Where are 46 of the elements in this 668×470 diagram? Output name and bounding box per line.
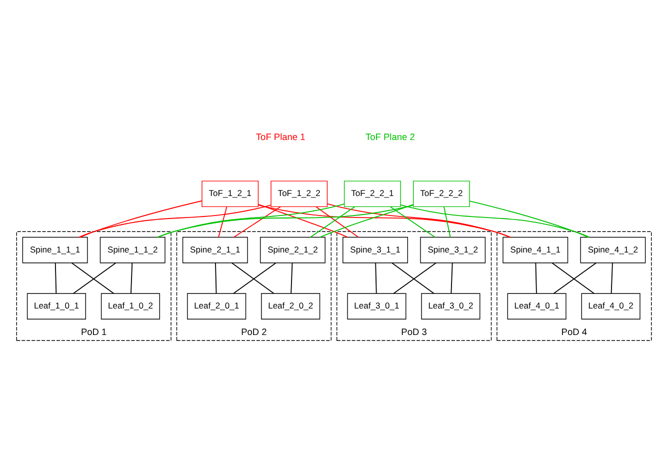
connector [400,204,590,238]
connector [375,262,377,294]
node-box: Spine_2_1_1 [182,236,248,263]
node-box: Spine_3_1_2 [420,236,486,263]
node-box: ToF_2_2_1 [344,180,401,207]
connector [215,262,217,294]
connector [258,203,348,238]
connector [78,204,272,238]
connector [469,200,589,238]
connector [390,206,436,238]
node-box: Leaf_3_0_1 [347,292,406,319]
connector [610,262,613,294]
node-box: ToF_1_2_1 [202,180,259,207]
node-box: Spine_1_1_1 [22,236,88,263]
label: ToF Plane 2 [366,132,415,142]
node-box: Spine_1_1_2 [100,236,166,263]
connector [130,262,133,294]
connector [316,206,359,238]
connector [258,204,511,238]
connector [290,262,293,294]
node-box: Spine_2_1_2 [260,236,326,263]
connector [310,206,356,238]
node-box: Leaf_2_0_2 [261,292,320,319]
node-box: Leaf_4_0_1 [507,292,566,319]
node-box: Spine_4_1_2 [580,236,646,263]
connector [450,262,453,294]
connector [320,204,414,238]
connector [233,206,281,238]
node-box: Leaf_2_0_1 [187,292,246,319]
node-box: Leaf_1_0_1 [26,292,86,319]
connector [54,262,57,294]
node-box: Leaf_4_0_2 [581,292,640,319]
connector [326,202,510,238]
node-box: Leaf_3_0_2 [421,292,480,319]
connector [218,206,228,238]
node-box: ToF_1_2_2 [270,180,328,207]
label: ToF Plane 1 [256,132,306,142]
connector [444,206,451,238]
connector [158,203,345,238]
connector [157,204,414,238]
connector [535,262,537,294]
node-box: Leaf_1_0_2 [100,292,160,319]
node-box: Spine_4_1_1 [502,236,568,263]
connector [80,200,202,238]
node-box: ToF_2_2_2 [413,180,470,207]
node-box: Spine_3_1_1 [342,236,408,263]
